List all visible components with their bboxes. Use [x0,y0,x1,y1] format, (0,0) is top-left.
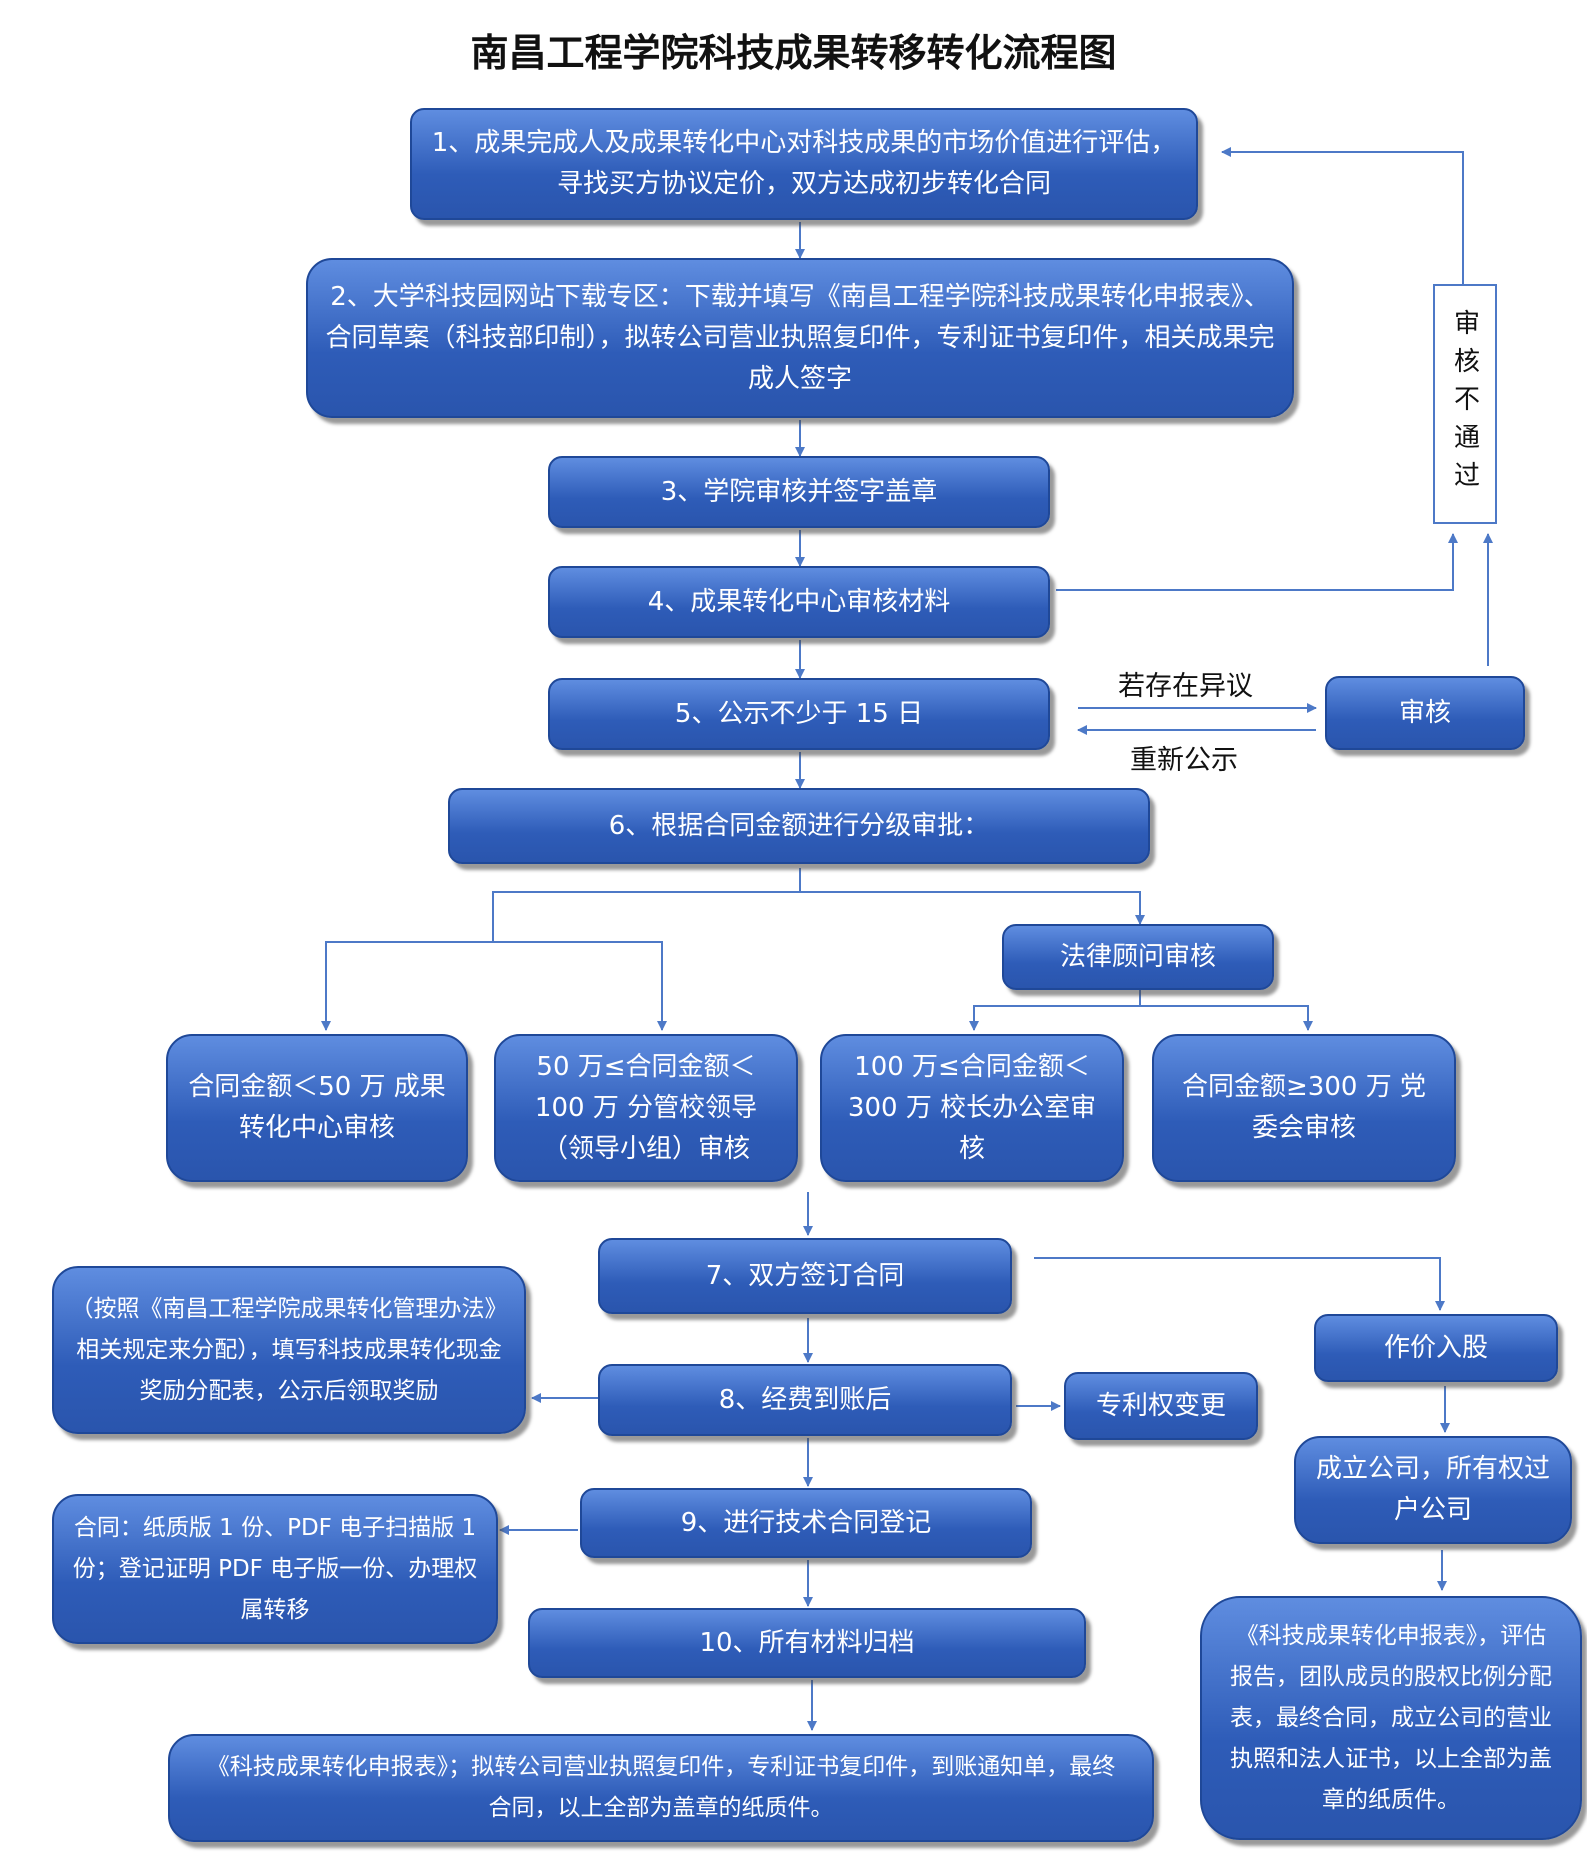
tier-3-text: 100 万≤合同金额＜300 万 校长办公室审核 [847,1051,1097,1164]
company-box: 成立公司，所有权过户公司 [1294,1436,1572,1544]
tier-2-text: 50 万≤合同金额＜100 万 分管校领导（领导小组）审核 [534,1051,758,1164]
patent-change-box: 专利权变更 [1064,1372,1258,1440]
equity-invest-text: 作价入股 [1383,1332,1488,1363]
review-box: 审核 [1325,676,1525,750]
step-7-text: 7、双方签订合同 [705,1260,905,1291]
step-5-box: 5、公示不少于 15 日 [548,678,1050,750]
step-3-text: 3、学院审核并签字盖章 [660,476,938,507]
step-2-text: 2、大学科技园网站下载专区：下载并填写《南昌工程学院科技成果转化申报表》、合同草… [325,281,1275,394]
reward-note-box: （按照《南昌工程学院成果转化管理办法》相关规定来分配），填写科技成果转化现金奖励… [52,1266,526,1434]
review-fail-box: 审核不通过 [1433,284,1497,524]
tier-3-box: 100 万≤合同金额＜300 万 校长办公室审核 [820,1034,1124,1182]
step-10-box: 10、所有材料归档 [528,1608,1086,1678]
legal-review-box: 法律顾问审核 [1002,924,1274,990]
page-title: 南昌工程学院科技成果转移转化流程图 [470,30,1117,75]
archive-list-box: 《科技成果转化申报表》；拟转公司营业执照复印件，专利证书复印件，到账通知单，最终… [168,1734,1154,1842]
step-2-box: 2、大学科技园网站下载专区：下载并填写《南昌工程学院科技成果转化申报表》、合同草… [306,258,1294,418]
objection-label: 若存在异议 [1118,671,1253,702]
step-10-text: 10、所有材料归档 [699,1627,915,1658]
contract-copies-box: 合同：纸质版 1 份、PDF 电子扫描版 1 份；登记证明 PDF 电子版一份、… [52,1494,498,1644]
tier-4-text: 合同金额≥300 万 党委会审核 [1182,1072,1426,1143]
patent-change-text: 专利权变更 [1095,1390,1226,1421]
equity-docs-box: 《科技成果转化申报表》，评估报告，团队成员的股权比例分配表，最终合同，成立公司的… [1200,1596,1582,1840]
republish-label: 重新公示 [1130,745,1238,776]
review-fail-text: 审核不通过 [1449,309,1480,499]
step-7-box: 7、双方签订合同 [598,1238,1012,1314]
step-4-box: 4、成果转化中心审核材料 [548,566,1050,638]
tier-4-box: 合同金额≥300 万 党委会审核 [1152,1034,1456,1182]
tier-1-box: 合同金额＜50 万 成果转化中心审核 [166,1034,468,1182]
step-1-text: 1、成果完成人及成果转化中心对科技成果的市场价值进行评估，寻找买方协议定价，双方… [431,128,1177,199]
step-8-box: 8、经费到账后 [598,1364,1012,1436]
company-text: 成立公司，所有权过户公司 [1315,1454,1550,1525]
step-4-text: 4、成果转化中心审核材料 [647,586,951,617]
tier-1-text: 合同金额＜50 万 成果转化中心审核 [188,1072,446,1143]
step-1-box: 1、成果完成人及成果转化中心对科技成果的市场价值进行评估，寻找买方协议定价，双方… [410,108,1198,220]
equity-invest-box: 作价入股 [1314,1314,1558,1382]
equity-docs-text: 《科技成果转化申报表》，评估报告，团队成员的股权比例分配表，最终合同，成立公司的… [1230,1622,1552,1813]
archive-list-text: 《科技成果转化申报表》；拟转公司营业执照复印件，专利证书复印件，到账通知单，最终… [206,1754,1116,1821]
step-8-text: 8、经费到账后 [718,1384,892,1415]
tier-2-box: 50 万≤合同金额＜100 万 分管校领导（领导小组）审核 [494,1034,798,1182]
step-9-text: 9、进行技术合同登记 [680,1507,932,1538]
step-6-box: 6、根据合同金额进行分级审批： [448,788,1150,864]
step-5-text: 5、公示不少于 15 日 [674,698,924,729]
reward-note-text: （按照《南昌工程学院成果转化管理办法》相关规定来分配），填写科技成果转化现金奖励… [70,1295,508,1404]
contract-copies-text: 合同：纸质版 1 份、PDF 电子扫描版 1 份；登记证明 PDF 电子版一份、… [72,1514,478,1623]
review-text: 审核 [1398,697,1451,728]
step-6-text: 6、根据合同金额进行分级审批： [608,810,990,841]
legal-review-text: 法律顾问审核 [1059,941,1216,972]
step-3-box: 3、学院审核并签字盖章 [548,456,1050,528]
step-9-box: 9、进行技术合同登记 [580,1488,1032,1558]
